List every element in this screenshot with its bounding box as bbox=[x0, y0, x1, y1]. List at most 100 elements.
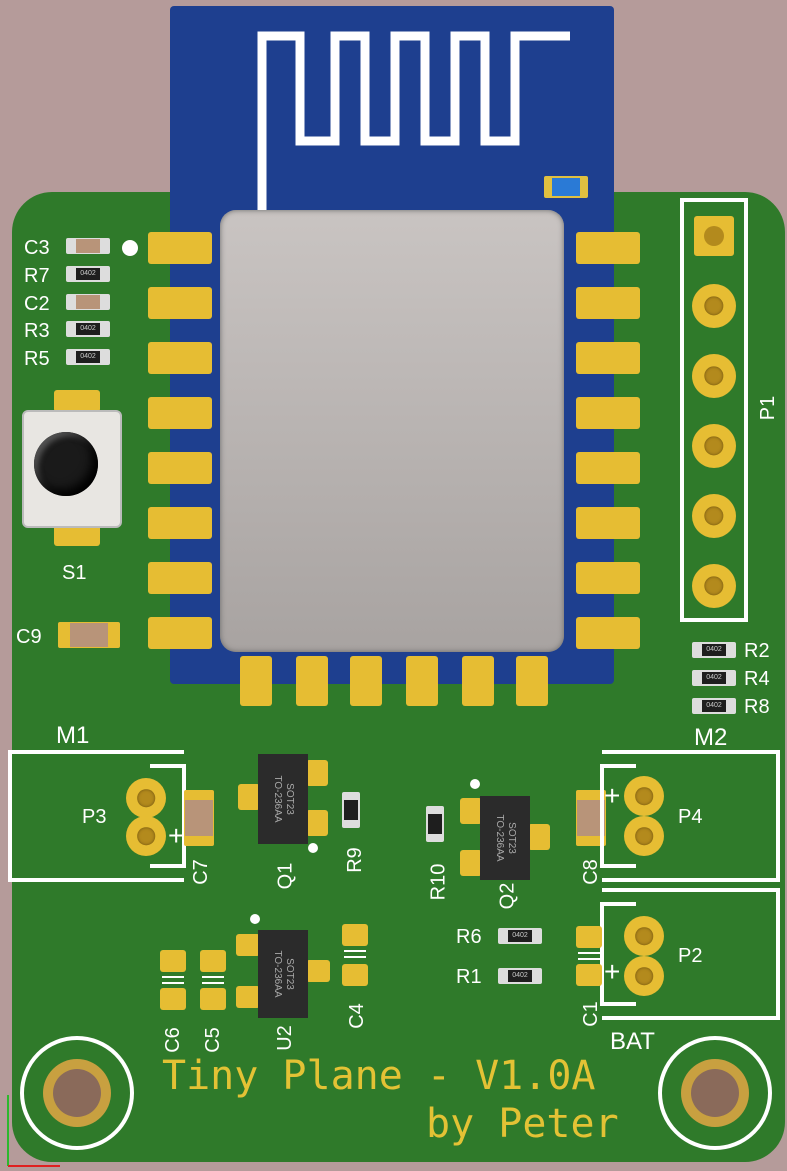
label-c2: C2 bbox=[24, 293, 50, 315]
label-c8: C8 bbox=[579, 859, 602, 885]
board-title: Tiny Plane - V1.0A bbox=[162, 1053, 596, 1099]
capacitor-c6-pad bbox=[160, 950, 186, 972]
module-pad bbox=[406, 656, 438, 706]
label-p3: P3 bbox=[82, 806, 107, 828]
label-c9: C9 bbox=[16, 626, 42, 648]
resistor-r9 bbox=[342, 792, 360, 828]
motor-m2-inner bbox=[600, 764, 636, 868]
capacitor-c9 bbox=[58, 622, 120, 648]
capacitor-c2 bbox=[66, 294, 110, 310]
label-r2: R2 bbox=[744, 640, 770, 662]
label-r3: R3 bbox=[24, 320, 50, 342]
resistor-r2: 0402 bbox=[692, 642, 736, 658]
tactile-switch bbox=[22, 410, 122, 528]
header-pin bbox=[692, 494, 736, 538]
resistor-r8: 0402 bbox=[692, 698, 736, 714]
module-pad bbox=[516, 656, 548, 706]
label-m1: M1 bbox=[56, 722, 90, 749]
label-r5: R5 bbox=[24, 348, 50, 370]
header-pin bbox=[692, 424, 736, 468]
module-pad bbox=[576, 452, 640, 484]
module-pad bbox=[148, 617, 212, 649]
switch-pad bbox=[54, 390, 100, 412]
capacitor-c7 bbox=[184, 790, 214, 846]
label-c7: C7 bbox=[189, 859, 212, 885]
sot-pad bbox=[238, 784, 260, 810]
label-q2: Q2 bbox=[496, 882, 519, 910]
motor-m2-outline bbox=[602, 750, 780, 882]
header-p1-outline bbox=[680, 198, 748, 622]
label-u2: U2 bbox=[273, 1025, 296, 1051]
module-pad bbox=[148, 452, 212, 484]
resistor-r4: 0402 bbox=[692, 670, 736, 686]
plus-sign: + bbox=[168, 820, 185, 851]
module-pad bbox=[296, 656, 328, 706]
label-p2: P2 bbox=[678, 945, 703, 967]
pin1-marker bbox=[470, 779, 480, 789]
module-pad bbox=[350, 656, 382, 706]
battery-inner bbox=[600, 902, 636, 1006]
label-s1: S1 bbox=[62, 562, 87, 584]
module-pad bbox=[462, 656, 494, 706]
motor-pad bbox=[126, 778, 166, 818]
capacitor-c5-pad bbox=[200, 950, 226, 972]
label-r4: R4 bbox=[744, 668, 770, 690]
module-pad bbox=[148, 562, 212, 594]
motor-pad bbox=[126, 816, 166, 856]
module-pad bbox=[148, 397, 212, 429]
capacitor-c6-mark bbox=[162, 976, 184, 984]
pin1-marker bbox=[308, 843, 318, 853]
sot-pad bbox=[460, 850, 482, 876]
board-author: by Peter bbox=[426, 1101, 619, 1147]
plus-sign: + bbox=[604, 956, 621, 987]
switch-pad bbox=[54, 524, 100, 546]
module-pad bbox=[576, 617, 640, 649]
header-pin bbox=[692, 354, 736, 398]
antenna-trace-icon bbox=[257, 31, 570, 211]
capacitor-c3 bbox=[66, 238, 110, 254]
resistor-r10 bbox=[426, 806, 444, 842]
resistor-r5: 0402 bbox=[66, 349, 110, 365]
module-pad bbox=[148, 287, 212, 319]
resistor-r6: 0402 bbox=[498, 928, 542, 944]
label-r10: R10 bbox=[427, 863, 450, 901]
module-pad bbox=[148, 232, 212, 264]
plus-sign: + bbox=[604, 780, 621, 811]
label-r7: R7 bbox=[24, 265, 50, 287]
led-component bbox=[544, 176, 588, 198]
sot-pad bbox=[236, 934, 260, 956]
label-r1: R1 bbox=[456, 966, 482, 988]
label-p1: P1 bbox=[757, 395, 780, 421]
mounting-hole bbox=[20, 1036, 134, 1150]
label-p4: P4 bbox=[678, 806, 703, 828]
capacitor-c1-pad bbox=[576, 964, 602, 986]
mounting-hole bbox=[658, 1036, 772, 1150]
header-pin bbox=[692, 284, 736, 328]
capacitor-c4-pad bbox=[342, 964, 368, 986]
header-pin-square bbox=[694, 216, 734, 256]
sot-pad bbox=[236, 986, 260, 1008]
label-bat: BAT bbox=[610, 1028, 655, 1055]
label-c5: C5 bbox=[201, 1027, 224, 1053]
pin1-marker bbox=[122, 240, 138, 256]
motor-pad bbox=[624, 816, 664, 856]
sot-pad bbox=[306, 810, 328, 836]
esp-module bbox=[170, 6, 614, 684]
capacitor-c5-mark bbox=[202, 976, 224, 984]
label-r9: R9 bbox=[343, 847, 366, 873]
module-pad bbox=[576, 342, 640, 374]
label-c1: C1 bbox=[579, 1001, 602, 1027]
rf-shield bbox=[220, 210, 564, 652]
label-c4: C4 bbox=[345, 1003, 368, 1029]
battery-pad bbox=[624, 956, 664, 996]
module-pad bbox=[148, 342, 212, 374]
pin1-marker bbox=[250, 914, 260, 924]
sot-pad bbox=[460, 798, 482, 824]
label-c3: C3 bbox=[24, 237, 50, 259]
module-pad bbox=[576, 562, 640, 594]
resistor-r1: 0402 bbox=[498, 968, 542, 984]
resistor-r3: 0402 bbox=[66, 321, 110, 337]
